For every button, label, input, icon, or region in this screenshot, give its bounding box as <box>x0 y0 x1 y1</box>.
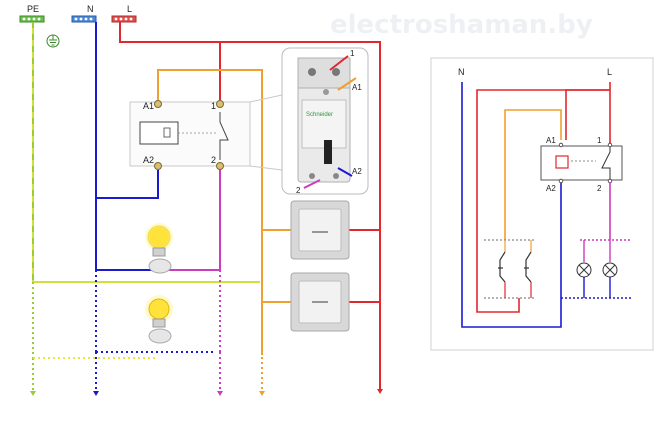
photo-callouts <box>303 55 357 189</box>
pe-arrow-icon <box>30 391 36 396</box>
schematic-switches <box>484 239 536 299</box>
relay-terminal-dots <box>154 100 224 170</box>
lamp-1 <box>145 223 173 274</box>
l-terminal-block <box>111 15 137 23</box>
schematic-relay-coil <box>555 155 569 169</box>
push-button-switch-1 <box>290 200 350 260</box>
pe-label: PE <box>27 4 39 14</box>
neutral-wire <box>95 22 216 392</box>
left-diagram: PE N L <box>19 4 383 396</box>
pe-wire <box>32 22 260 392</box>
right-diagram: N L A1 A2 1 2 <box>430 57 654 351</box>
impulse-relay-symbol <box>129 101 251 167</box>
lamp-wire <box>166 168 221 392</box>
schematic-lamps <box>561 182 632 299</box>
relay-terminal-2: 2 <box>211 155 216 165</box>
n-label: N <box>87 4 94 14</box>
schematic-control-wire <box>504 109 562 240</box>
relay-terminal-a1: A1 <box>143 101 154 111</box>
schematic-relay-contact <box>601 146 611 180</box>
l-label: L <box>127 4 132 14</box>
lamp-2 <box>145 295 173 344</box>
photo-callout-1: 1 <box>350 49 355 58</box>
watermark-text: electroshaman.by <box>330 10 593 40</box>
schematic-relay-box <box>540 145 623 181</box>
schematic-a2-label: A2 <box>546 184 556 193</box>
relay-terminal-a2: A2 <box>143 155 154 165</box>
schematic-a1-label: A1 <box>546 136 556 145</box>
schematic-neutral-wire <box>461 82 562 328</box>
lamp-arrow-icon <box>217 391 223 396</box>
relay-brand-text: Schneider <box>306 112 333 118</box>
push-button-switch-2 <box>290 272 350 332</box>
photo-callout-a1: A1 <box>352 83 362 92</box>
pe-terminal-block <box>19 15 45 23</box>
schematic-n-label: N <box>458 67 465 77</box>
photo-callout-2: 2 <box>296 186 301 195</box>
schematic-1-label: 1 <box>597 136 602 145</box>
control-wire <box>157 69 292 392</box>
photo-callout-a2: A2 <box>352 167 362 176</box>
control-arrow-icon <box>259 391 265 396</box>
n-terminal-block <box>71 15 97 23</box>
schematic-2-label: 2 <box>597 184 602 193</box>
n-arrow-icon <box>93 391 99 396</box>
schematic-l-label: L <box>607 67 612 77</box>
schematic-line-wire <box>476 82 611 313</box>
callout-line-bottom <box>249 165 283 171</box>
callout-line-top <box>249 94 283 103</box>
schematic-frame <box>430 57 654 351</box>
ground-icon <box>46 34 60 48</box>
l-arrow-icon <box>377 389 383 394</box>
relay-terminal-1: 1 <box>211 101 216 111</box>
